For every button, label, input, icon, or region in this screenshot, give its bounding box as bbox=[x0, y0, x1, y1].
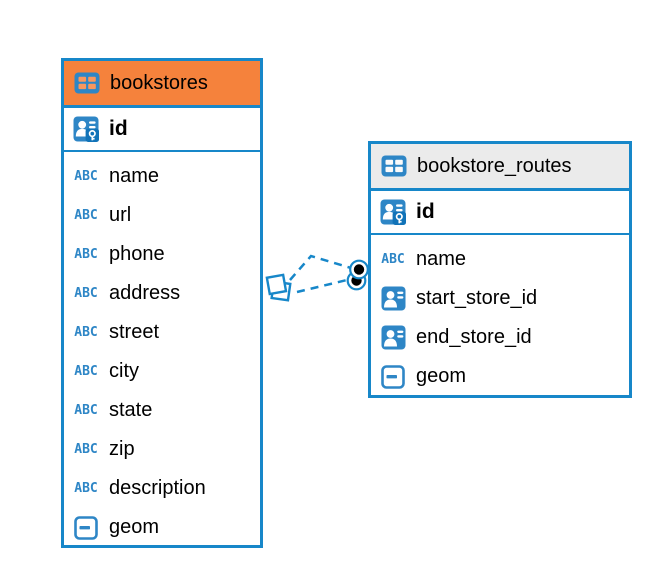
column-primary-key-icon bbox=[72, 116, 100, 142]
column-text-icon: ABC bbox=[74, 364, 98, 379]
column-row[interactable]: ABC street bbox=[64, 313, 260, 352]
column-primary-key-icon bbox=[379, 199, 407, 225]
column-text-icon: ABC bbox=[74, 442, 98, 457]
column-row[interactable]: ABC address bbox=[64, 274, 260, 313]
column-text-icon: ABC bbox=[74, 325, 98, 340]
column-row[interactable]: ABC description bbox=[64, 469, 260, 508]
column-text-icon: ABC bbox=[74, 286, 98, 301]
column-reference-icon bbox=[379, 325, 407, 350]
relationship-line-upper bbox=[289, 254, 352, 281]
column-row[interactable]: ABC city bbox=[64, 352, 260, 391]
column-row[interactable]: geom bbox=[64, 508, 260, 547]
column-text-icon: ABC bbox=[74, 403, 98, 418]
column-name: state bbox=[109, 399, 153, 421]
table-icon bbox=[380, 155, 408, 177]
column-row[interactable]: geom bbox=[371, 357, 629, 396]
table-title: bookstore_routes bbox=[417, 154, 572, 177]
column-name: name bbox=[416, 248, 467, 270]
column-name: end_store_id bbox=[416, 326, 532, 348]
column-text-icon: ABC bbox=[74, 169, 98, 184]
column-name: url bbox=[109, 204, 132, 226]
table-header[interactable]: bookstore_routes bbox=[371, 144, 629, 191]
column-row[interactable]: ABC name bbox=[64, 157, 260, 196]
column-name: description bbox=[109, 477, 206, 499]
entity-table-bookstore-routes[interactable]: bookstore_routes id ABC name start_store_i… bbox=[368, 141, 632, 398]
column-name: geom bbox=[416, 365, 467, 387]
column-row[interactable]: ABC state bbox=[64, 391, 260, 430]
column-name: street bbox=[109, 321, 160, 343]
column-text-icon: ABC bbox=[381, 252, 405, 267]
column-name: city bbox=[109, 360, 139, 382]
column-name: zip bbox=[109, 438, 135, 460]
column-name: id bbox=[416, 200, 435, 223]
column-name: name bbox=[109, 165, 160, 187]
column-name: id bbox=[109, 117, 128, 140]
column-row[interactable]: ABC zip bbox=[64, 430, 260, 469]
column-text-icon: ABC bbox=[74, 208, 98, 223]
table-header[interactable]: bookstores bbox=[64, 61, 260, 108]
column-name: start_store_id bbox=[416, 287, 538, 309]
column-reference-icon bbox=[379, 286, 407, 311]
column-row[interactable]: end_store_id bbox=[371, 318, 629, 357]
column-name: geom bbox=[109, 516, 160, 538]
column-row[interactable]: ABC url bbox=[64, 196, 260, 235]
column-text-icon: ABC bbox=[74, 481, 98, 496]
column-row[interactable]: ABC name bbox=[371, 240, 629, 279]
column-name: phone bbox=[109, 243, 165, 265]
column-text-icon: ABC bbox=[74, 247, 98, 262]
relationship-diamond-markers-icon bbox=[265, 273, 292, 302]
primary-key-row[interactable]: id bbox=[371, 191, 629, 235]
primary-key-row[interactable]: id bbox=[64, 108, 260, 152]
column-row[interactable]: start_store_id bbox=[371, 279, 629, 318]
table-icon bbox=[73, 72, 101, 94]
relationship-dot-markers-icon bbox=[346, 259, 369, 291]
column-geometry-icon bbox=[379, 364, 407, 389]
column-row[interactable]: ABC phone bbox=[64, 235, 260, 274]
relationship-line-lower bbox=[296, 278, 348, 294]
table-title: bookstores bbox=[110, 71, 208, 94]
column-geometry-icon bbox=[72, 515, 100, 540]
column-name: address bbox=[109, 282, 181, 304]
